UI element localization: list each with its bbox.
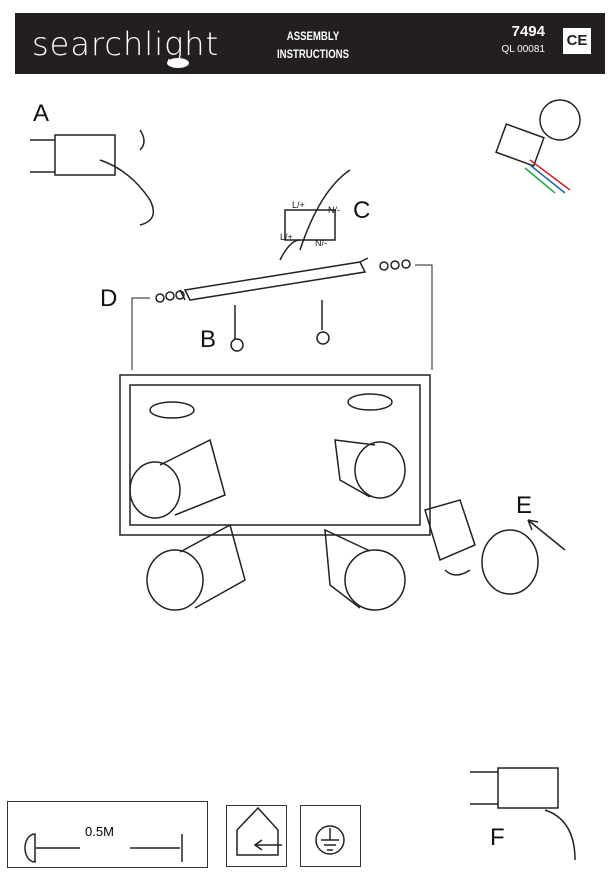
connector-block-f: [470, 767, 576, 861]
distance-icon: [24, 833, 183, 863]
step-label-b: B: [200, 326, 217, 353]
ce-mark: CE: [563, 28, 591, 54]
ceiling-plate: [119, 374, 431, 536]
connector-block-a: [30, 129, 155, 226]
step-label-f: F: [490, 824, 505, 851]
live-terminal-label: L/+: [292, 200, 305, 210]
step-label-d: D: [100, 285, 118, 312]
logo-dot: [167, 58, 189, 68]
nuts-washers: [155, 259, 411, 303]
neutral-terminal-label-2: N/-: [315, 238, 327, 248]
mounting-bracket: [179, 257, 369, 301]
neutral-terminal-label: N/-: [328, 205, 340, 215]
earth-box: [300, 805, 361, 867]
terminal-block-c: [279, 169, 351, 261]
step-label-c: C: [353, 197, 371, 224]
arrow-icon: [527, 519, 566, 551]
step-label-e: E: [516, 492, 533, 519]
indoor-use-icon: [236, 806, 282, 856]
ql-code: QL 00081: [501, 44, 545, 55]
spotlight-heads: [129, 393, 406, 611]
gu10-bulb: [424, 499, 539, 595]
distance-box: [7, 801, 208, 868]
step-label-a: A: [33, 100, 50, 127]
indoor-box: [226, 805, 287, 867]
earth-icon: [315, 825, 345, 855]
screw-b: [230, 300, 330, 352]
distance-label: 0.5M: [85, 824, 114, 839]
brand-logo: searchlight: [32, 25, 220, 63]
model-number: 7494: [511, 23, 545, 40]
insulated-connector-illustration: [495, 99, 581, 194]
live-terminal-label-2: L/+: [280, 232, 293, 242]
